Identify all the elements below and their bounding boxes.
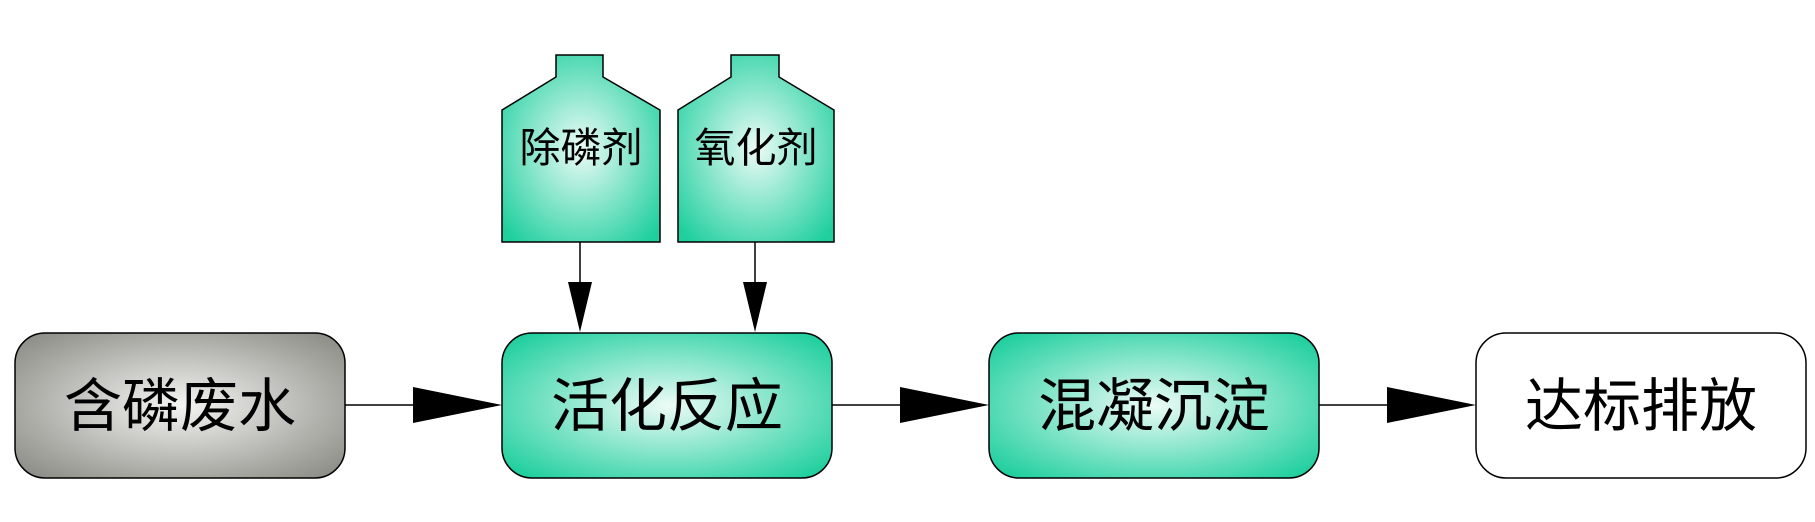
step-label: 含磷废水 bbox=[64, 372, 296, 440]
reagent-label: 氧化剂 bbox=[695, 124, 818, 172]
step-box-phosphorus-wastewater: 含磷废水 bbox=[14, 332, 346, 479]
feed-arrow-phosphorus-remover bbox=[568, 242, 592, 332]
flow-arrow-2 bbox=[832, 387, 989, 423]
step-box-activation-reaction: 活化反应 bbox=[501, 332, 833, 479]
flow-arrow-1 bbox=[345, 387, 502, 423]
step-label: 混凝沉淀 bbox=[1038, 372, 1270, 440]
step-label: 活化反应 bbox=[551, 372, 783, 440]
step-box-compliant-discharge: 达标排放 bbox=[1475, 332, 1807, 479]
step-label: 达标排放 bbox=[1525, 372, 1757, 440]
flow-arrow-3 bbox=[1319, 387, 1476, 423]
step-box-coagulation-sedimentation: 混凝沉淀 bbox=[988, 332, 1320, 479]
reagent-bottle-oxidizer: 氧化剂 bbox=[677, 54, 835, 243]
feed-arrow-oxidizer bbox=[743, 242, 767, 332]
reagent-bottle-phosphorus-remover: 除磷剂 bbox=[501, 54, 661, 243]
reagent-label: 除磷剂 bbox=[520, 124, 643, 172]
